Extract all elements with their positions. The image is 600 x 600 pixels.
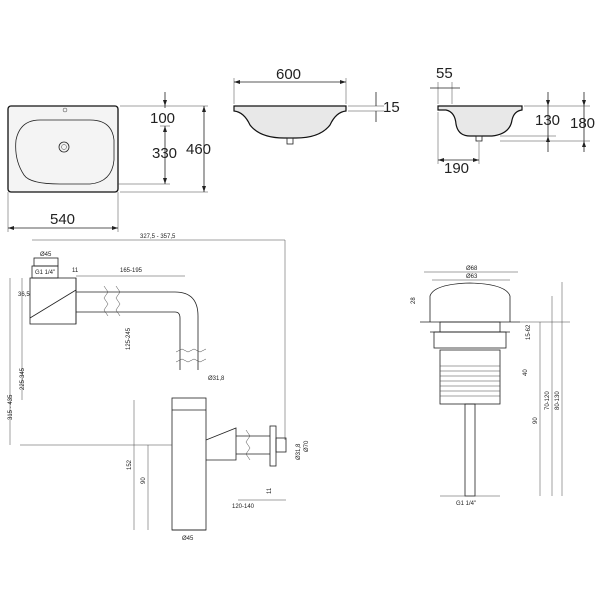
dim-15-62: 15-62: [526, 324, 532, 340]
dim-36: 36,5: [18, 292, 30, 298]
thread-lines: [440, 365, 500, 397]
dim-540: 540: [50, 211, 75, 228]
dim-130: 130: [535, 112, 560, 129]
dim-330: 330: [152, 145, 177, 162]
dim-100: 100: [150, 110, 175, 127]
dim-g114-top: G1 1/4": [35, 270, 55, 276]
dim-125-245: 125-245: [126, 327, 132, 350]
dim-d68: Ø68: [466, 266, 478, 272]
dim-70-120: 70-120: [545, 391, 551, 410]
dim-90: 90: [141, 477, 147, 484]
dim-315-435: 315 - 435: [8, 394, 14, 420]
basin-top-view: 540 460 330 100: [7, 92, 211, 232]
dim-28: 28: [411, 297, 417, 304]
dim-80-130: 80-130: [555, 391, 561, 410]
dim-g114-valve: G1 1/4": [456, 501, 476, 507]
dim-d31-8: Ø31,8: [208, 376, 225, 382]
dim-d70: Ø70: [304, 440, 310, 452]
dim-d45-bot: Ø45: [182, 536, 194, 542]
dim-15: 15: [383, 99, 400, 116]
dim-600: 600: [276, 66, 301, 83]
dim-d31-8-b: Ø31,8: [296, 443, 302, 460]
siphon-drawing: 327,5 - 357,5 Ø45 G1 1/4" 36,5 11 165-19…: [8, 234, 310, 542]
dim-d45-top: Ø45: [40, 252, 52, 258]
dim-225-345: 225-345: [20, 367, 26, 390]
dim-190: 190: [444, 160, 469, 177]
dim-180: 180: [570, 115, 595, 132]
dim-55: 55: [436, 65, 453, 82]
dim-152: 152: [127, 459, 133, 470]
dim-165-195: 165-195: [120, 268, 143, 274]
basin-front-view: 600 15: [233, 66, 400, 145]
dim-40: 40: [523, 369, 529, 376]
dim-327-357: 327,5 - 357,5: [140, 234, 176, 240]
dim-460: 460: [186, 141, 211, 158]
dim-d63: Ø63: [466, 274, 478, 280]
dim-90-valve: 90: [533, 417, 539, 424]
valve-drawing: Ø68 Ø63 28 15-62 40 G1 1/4" 90: [411, 266, 570, 507]
dim-11: 11: [72, 268, 79, 274]
basin-side-view: 55 130 180 190: [430, 65, 595, 177]
dim-120-140: 120-140: [232, 504, 255, 510]
dim-11-b: 11: [267, 487, 273, 494]
